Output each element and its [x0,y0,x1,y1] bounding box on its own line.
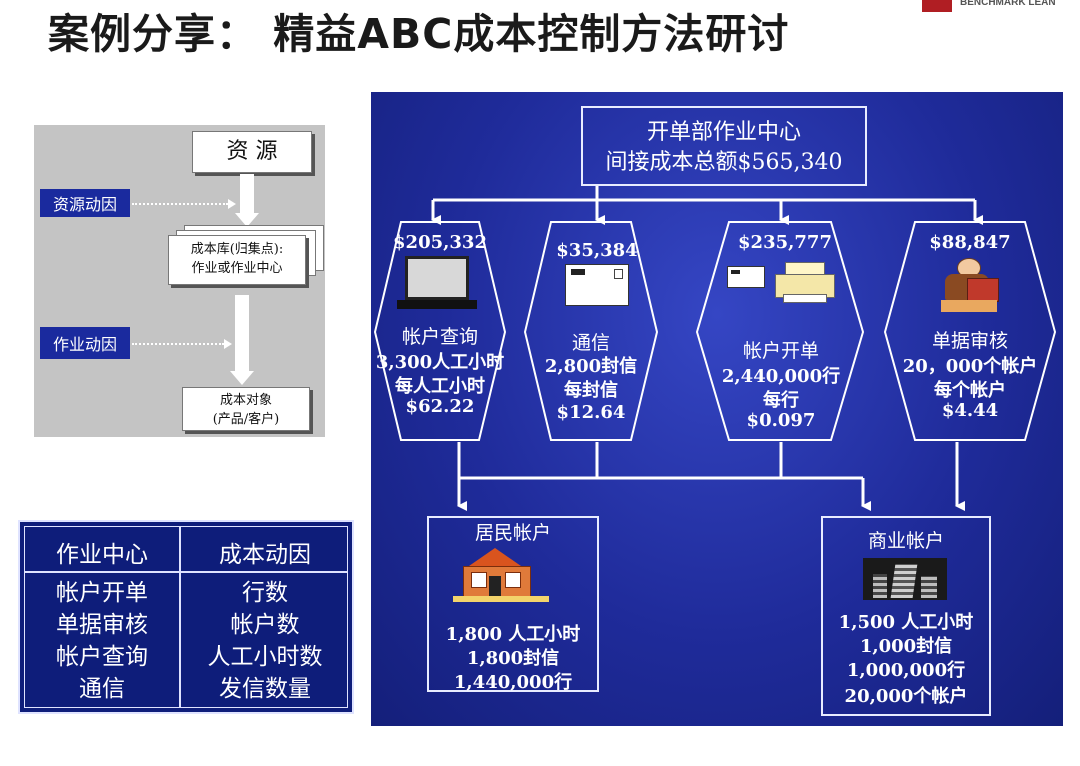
cost-pool-box: 成本库(归集点): 作业或作业中心 [168,235,306,285]
flow-arrow-head-icon [235,213,259,227]
table-cell: 发信数量 [219,676,311,702]
dotted-connector [132,343,224,345]
resource-driver-label: 资源动因 [40,189,130,217]
center-rate: $12.64 [556,402,626,423]
cost-pool-line1: 成本库(归集点): [190,242,284,257]
commercial-line: 1,000,000行 [846,660,966,681]
logo-text: BENCHMARK LEAN [960,0,1056,8]
residential-line: 1,800 人工小时 [445,624,581,645]
house-icon [453,548,549,604]
envelope-icon [565,264,629,306]
company-logo: BENCHMARK LEAN [918,0,1080,18]
diagram-connectors [373,186,1057,511]
residential-line: 1,440,000行 [453,672,573,693]
center-name: 帐户查询 [401,326,478,348]
table-cell: 单据审核 [56,612,148,638]
table-frame: 作业中心 成本动因 帐户开单 单据审核 帐户查询 通信 行数 帐户数 人工小时数… [24,526,348,708]
center-unit: 每个帐户 [934,380,1006,401]
activity-driver-label: 作业动因 [40,327,130,359]
residential-account-box [427,516,599,692]
table-column-divider [179,527,181,707]
cost-pool-line2: 作业或作业中心 [191,261,283,276]
commercial-line: 1,000封信 [859,636,953,657]
table-cell: 通信 [79,676,125,702]
cost-object-box: 成本对象 (产品/客户) [182,387,310,431]
table-cell: 行数 [242,580,288,606]
overhead-total-line1: 开单部作业中心 [646,120,801,145]
center-name: 帐户开单 [742,340,819,362]
center-rate: $4.44 [941,400,999,421]
center-quantity: 20，000个帐户 [902,356,1038,377]
flow-arrow [240,174,254,214]
printer-icon [775,262,835,303]
table-cell: 帐户查询 [56,644,148,670]
commercial-title: 商业帐户 [867,530,944,552]
residential-line: 1,800封信 [466,648,560,669]
dotted-arrow-icon [228,199,236,209]
table-cell: 人工小时数 [207,644,323,670]
cost-object-line1: 成本对象 [219,393,272,408]
logo-mark-icon [922,0,952,12]
laptop-icon [397,256,477,309]
center-quantity: 2,800封信 [544,356,638,377]
table-cell: 帐户数 [230,612,300,638]
commercial-line: 1,500 人工小时 [838,612,974,633]
table-driver-column: 行数 帐户数 人工小时数 发信数量 [181,577,349,705]
page-title: 案例分享： 精益ABC成本控制方法研讨 [48,10,790,58]
flow-arrow-head-icon [230,371,254,385]
center-name: 通信 [571,332,610,354]
cost-object-line2: (产品/客户) [212,412,280,427]
center-quantity: 3,300人工小时 [375,352,505,373]
driver-table: 作业中心 成本动因 帐户开单 单据审核 帐户查询 通信 行数 帐户数 人工小时数… [18,520,354,714]
dotted-arrow-icon [224,339,232,349]
center-quantity: 2,440,000行 [721,366,841,387]
center-amount: $88,847 [929,232,1011,253]
hexagon-communication [523,221,659,441]
center-rate: $62.22 [405,396,475,417]
small-envelope-icon [727,266,765,288]
overhead-total-line2: 间接成本总额$565,340 [605,150,843,175]
center-amount: $205,332 [393,232,487,253]
abc-flow-diagram: 资 源 成本库(归集点): 作业或作业中心 成本对象 (产品/客户) 资源动因 … [34,125,325,437]
table-header-divider [25,571,347,573]
center-name: 单据审核 [931,330,1008,352]
commercial-account-box [821,516,991,716]
hexagon-review [883,221,1057,441]
hexagon-billing [695,221,865,441]
center-rate: $0.097 [746,410,816,431]
table-header-driver: 成本动因 [219,542,311,568]
table-cell: 帐户开单 [56,580,148,606]
resource-box: 资 源 [192,131,312,173]
building-icon [863,558,947,600]
overhead-total-box [581,106,867,186]
hexagon-inquiry [373,221,507,441]
center-unit: 每行 [763,390,799,411]
dotted-connector [132,203,228,205]
table-activity-column: 帐户开单 单据审核 帐户查询 通信 [25,577,179,705]
residential-title: 居民帐户 [474,522,551,544]
commercial-line: 20,000个帐户 [844,686,968,707]
center-unit: 每人工小时 [395,376,485,397]
center-unit: 每封信 [564,380,618,401]
flow-arrow [235,295,249,372]
center-amount: $235,777 [738,232,832,253]
worker-icon [941,258,999,314]
cost-allocation-diagram: 开单部作业中心 间接成本总额$565,340 $205,332 帐户查询 3,3… [371,92,1063,726]
center-amount: $35,384 [556,240,638,261]
table-header-activity: 作业中心 [56,542,148,568]
